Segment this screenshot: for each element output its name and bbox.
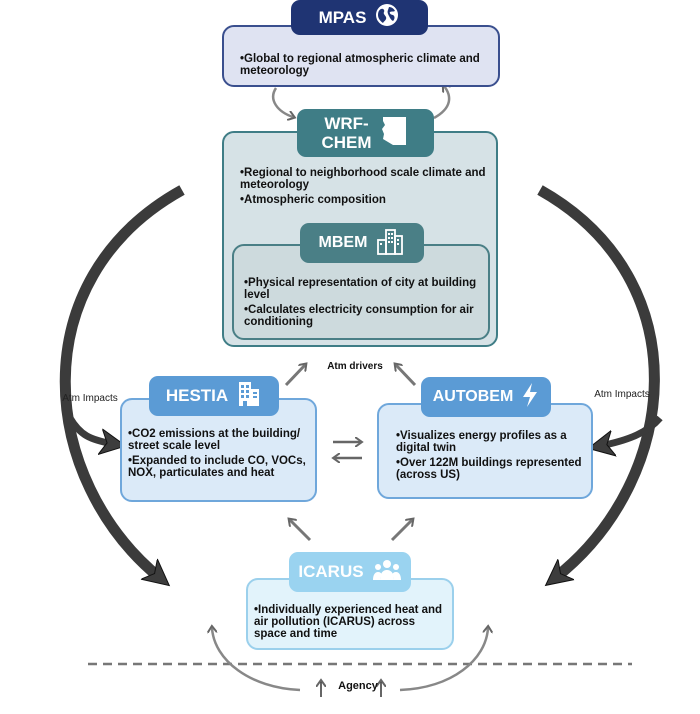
autobem-description: •Visualizes energy profiles as a digital… [396, 430, 586, 484]
mpas-to-wrf-arrow [271, 87, 293, 117]
atm-impacts-right-label: Atm Impacts [594, 389, 650, 400]
agency-right-arrow [399, 628, 488, 692]
wrf-chem-description: •Regional to neighborhood scale climate … [240, 167, 490, 209]
mbem-bullet: •Physical representation of city at buil… [244, 277, 477, 301]
icarus-description: •Individually experienced heat and air p… [254, 604, 450, 643]
lightning-icon [521, 382, 539, 413]
autobem-to-wrf-arrow [396, 365, 417, 387]
building-icon [236, 380, 262, 413]
mpas-box [222, 25, 500, 87]
mbem-bullet: •Calculates electricity consumption for … [244, 304, 474, 328]
hestia-bullet: •CO2 emissions at the building/ street s… [128, 428, 301, 452]
arizona-map-icon [380, 114, 410, 152]
wrf-chem-title-line1: WRF- [324, 114, 369, 133]
impacts-to-autobem-arrow [600, 415, 663, 446]
atm-impacts-left-arrow [59, 185, 185, 578]
atm-impacts-left-label: Atm Impacts [62, 393, 118, 404]
buildings-icon [375, 226, 405, 261]
autobem-bullet: •Over 122M buildings represented (across… [396, 457, 582, 481]
agency-left-arrow [212, 628, 301, 692]
icarus-to-hestia-arrow [290, 520, 312, 542]
icarus-title: ICARUS [298, 562, 364, 581]
hestia-label: HESTIA [149, 376, 279, 416]
wrf-to-mpas-arrow [433, 86, 449, 120]
wrf-chem-label: WRF- CHEM [297, 109, 434, 157]
autobem-box [377, 403, 593, 499]
mpas-title: MPAS [318, 7, 367, 27]
hestia-to-wrf-arrow [284, 365, 305, 387]
mbem-description: •Physical representation of city at buil… [244, 277, 484, 331]
impacts-to-hestia-arrow [66, 416, 114, 444]
atm-impacts-right-arrow [537, 185, 660, 578]
hestia-description: •CO2 emissions at the building/ street s… [128, 428, 313, 482]
hestia-bullet: •Expanded to include CO, VOCs, NOX, part… [128, 455, 306, 479]
wrf-chem-title: WRF- CHEM [321, 114, 371, 152]
autobem-bullet: •Visualizes energy profiles as a digital… [396, 430, 567, 454]
people-icon [372, 558, 402, 587]
mpas-bullet: •Global to regional atmospheric climate … [240, 53, 480, 77]
globe-icon [374, 2, 400, 33]
atm-drivers-label: Atm drivers [327, 361, 383, 372]
icarus-to-autobem-arrow [390, 520, 412, 542]
mpas-description: •Global to regional atmospheric climate … [240, 53, 495, 80]
wrf-chem-bullet: •Atmospheric composition [240, 194, 386, 206]
wrf-chem-bullet: •Regional to neighborhood scale climate … [240, 167, 486, 191]
wrf-chem-title-line2: CHEM [321, 133, 372, 152]
mbem-title: MBEM [318, 234, 368, 251]
mpas-label: MPAS [291, 0, 428, 35]
agency-label: Agency [338, 680, 378, 692]
hestia-title: HESTIA [165, 386, 229, 405]
mbem-label: MBEM [300, 223, 424, 263]
autobem-title: AUTOBEM [432, 388, 514, 405]
autobem-label: AUTOBEM [421, 377, 551, 417]
icarus-bullet: •Individually experienced heat and air p… [254, 604, 443, 640]
icarus-label: ICARUS [289, 552, 411, 592]
